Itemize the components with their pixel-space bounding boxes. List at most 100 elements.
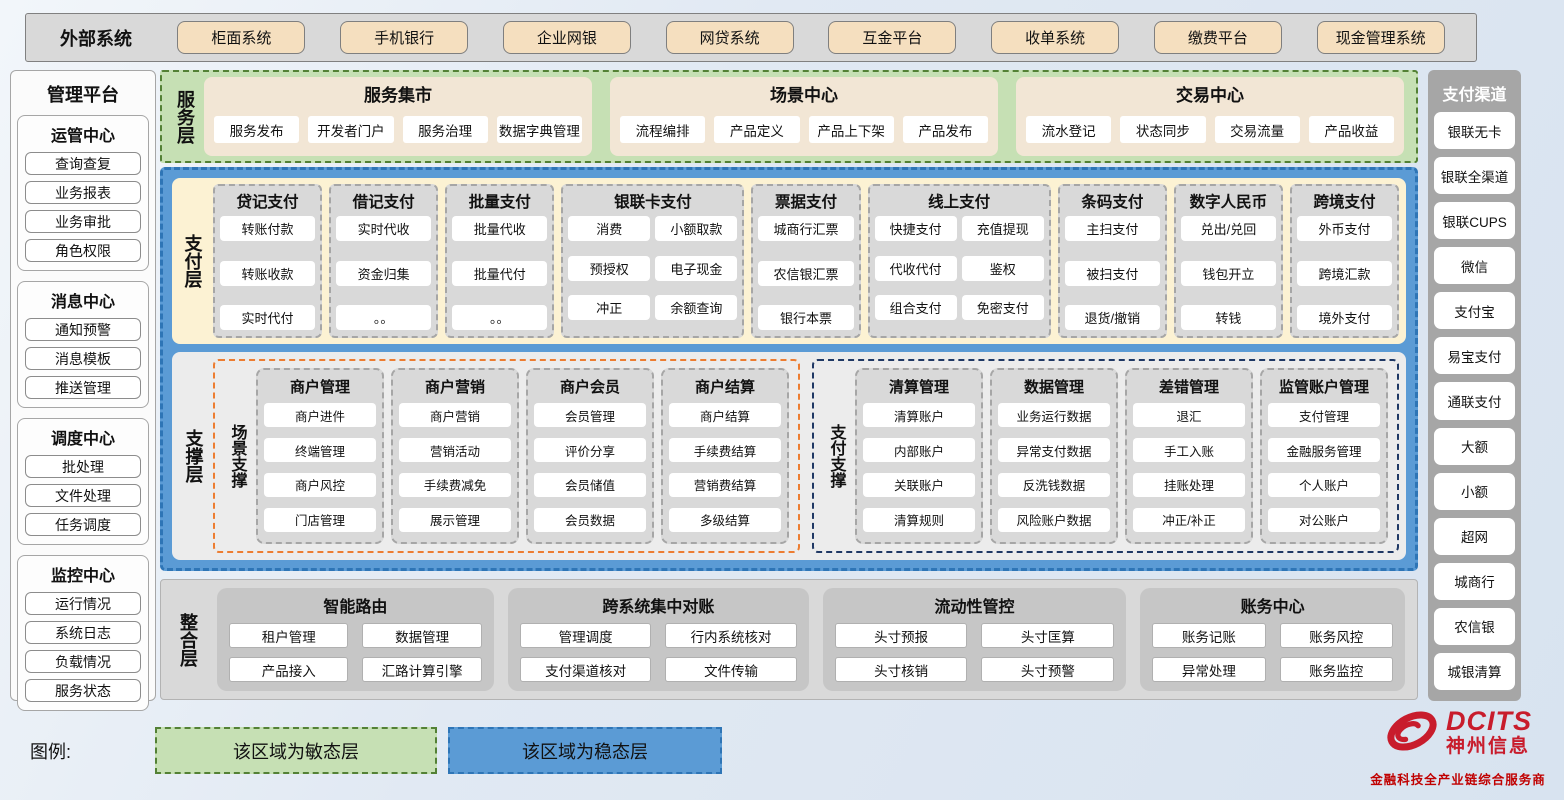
- management-item-button[interactable]: 角色权限: [25, 239, 141, 262]
- support-item-button[interactable]: 业务运行数据: [998, 403, 1110, 428]
- management-item-button[interactable]: 系统日志: [25, 621, 141, 644]
- payment-item-button[interactable]: 。。: [336, 305, 432, 330]
- support-item-button[interactable]: 手工入账: [1133, 438, 1245, 463]
- support-item-button[interactable]: 冲正/补正: [1133, 507, 1245, 532]
- management-item-button[interactable]: 查询查复: [25, 152, 141, 175]
- support-item-button[interactable]: 多级结算: [669, 507, 781, 532]
- payment-item-button[interactable]: 银行本票: [758, 305, 854, 330]
- external-system-button[interactable]: 网贷系统: [665, 21, 794, 54]
- support-item-button[interactable]: 手续费减免: [399, 472, 511, 497]
- support-item-button[interactable]: 展示管理: [399, 507, 511, 532]
- support-item-button[interactable]: 清算规则: [863, 507, 975, 532]
- service-item-button[interactable]: 产品发布: [902, 116, 988, 143]
- integration-item-button[interactable]: 账务记账: [1152, 623, 1266, 648]
- support-item-button[interactable]: 商户风控: [264, 472, 376, 497]
- channel-button[interactable]: 大额: [1434, 427, 1515, 465]
- payment-item-button[interactable]: 消费: [568, 216, 651, 241]
- payment-item-button[interactable]: 免密支付: [961, 295, 1044, 321]
- management-item-button[interactable]: 负载情况: [25, 650, 141, 673]
- payment-item-button[interactable]: 退货/撤销: [1064, 305, 1160, 330]
- integration-item-button[interactable]: 账务监控: [1279, 657, 1393, 682]
- payment-item-button[interactable]: 转账付款: [220, 216, 316, 241]
- support-item-button[interactable]: 会员管理: [534, 403, 646, 428]
- channel-button[interactable]: 通联支付: [1434, 382, 1515, 420]
- service-item-button[interactable]: 流程编排: [620, 116, 706, 143]
- payment-item-button[interactable]: 冲正: [568, 295, 651, 321]
- external-system-button[interactable]: 柜面系统: [177, 21, 306, 54]
- external-system-button[interactable]: 现金管理系统: [1316, 21, 1445, 54]
- payment-item-button[interactable]: 实时代收: [336, 216, 432, 241]
- payment-item-button[interactable]: 代收代付: [874, 255, 957, 281]
- management-item-button[interactable]: 业务报表: [25, 181, 141, 204]
- support-item-button[interactable]: 会员数据: [534, 507, 646, 532]
- external-system-button[interactable]: 互金平台: [828, 21, 957, 54]
- integration-item-button[interactable]: 汇路计算引擎: [362, 657, 482, 682]
- integration-item-button[interactable]: 头寸预警: [981, 657, 1115, 682]
- integration-item-button[interactable]: 管理调度: [519, 623, 652, 648]
- payment-item-button[interactable]: 实时代付: [220, 305, 316, 330]
- channel-button[interactable]: 易宝支付: [1434, 337, 1515, 375]
- integration-item-button[interactable]: 租户管理: [229, 623, 349, 648]
- integration-item-button[interactable]: 数据管理: [362, 623, 482, 648]
- service-item-button[interactable]: 产品收益: [1308, 116, 1394, 143]
- management-item-button[interactable]: 批处理: [25, 455, 141, 478]
- payment-item-button[interactable]: 资金归集: [336, 260, 432, 286]
- service-item-button[interactable]: 交易流量: [1214, 116, 1300, 143]
- payment-item-button[interactable]: 主扫支付: [1064, 216, 1160, 241]
- support-item-button[interactable]: 商户结算: [669, 403, 781, 428]
- support-item-button[interactable]: 终端管理: [264, 438, 376, 463]
- payment-item-button[interactable]: 被扫支付: [1064, 260, 1160, 286]
- integration-item-button[interactable]: 头寸预报: [834, 623, 968, 648]
- service-item-button[interactable]: 数据字典管理: [496, 116, 582, 143]
- service-item-button[interactable]: 产品上下架: [808, 116, 894, 143]
- channel-button[interactable]: 银联无卡: [1434, 112, 1515, 150]
- support-item-button[interactable]: 清算账户: [863, 403, 975, 428]
- payment-item-button[interactable]: 鉴权: [961, 255, 1044, 281]
- integration-item-button[interactable]: 支付渠道核对: [519, 657, 652, 682]
- channel-button[interactable]: 微信: [1434, 247, 1515, 285]
- service-item-button[interactable]: 开发者门户: [308, 116, 394, 143]
- payment-item-button[interactable]: 跨境汇款: [1296, 260, 1393, 286]
- support-item-button[interactable]: 关联账户: [863, 472, 975, 497]
- support-item-button[interactable]: 挂账处理: [1133, 472, 1245, 497]
- management-item-button[interactable]: 消息模板: [25, 347, 141, 370]
- payment-item-button[interactable]: 电子现金: [655, 255, 738, 281]
- channel-button[interactable]: 支付宝: [1434, 292, 1515, 330]
- management-item-button[interactable]: 运行情况: [25, 592, 141, 615]
- support-item-button[interactable]: 商户营销: [399, 403, 511, 428]
- support-item-button[interactable]: 退汇: [1133, 403, 1245, 428]
- support-item-button[interactable]: 商户进件: [264, 403, 376, 428]
- payment-item-button[interactable]: 转账收款: [220, 260, 316, 286]
- integration-item-button[interactable]: 头寸核销: [834, 657, 968, 682]
- support-item-button[interactable]: 风险账户数据: [998, 507, 1110, 532]
- payment-item-button[interactable]: 快捷支付: [874, 216, 957, 241]
- payment-item-button[interactable]: 批量代收: [452, 216, 548, 241]
- support-item-button[interactable]: 会员储值: [534, 472, 646, 497]
- support-item-button[interactable]: 内部账户: [863, 438, 975, 463]
- external-system-button[interactable]: 收单系统: [991, 21, 1120, 54]
- channel-button[interactable]: 小额: [1434, 472, 1515, 510]
- payment-item-button[interactable]: 兑出/兑回: [1180, 216, 1276, 241]
- payment-item-button[interactable]: 。。: [452, 305, 548, 330]
- support-item-button[interactable]: 异常支付数据: [998, 438, 1110, 463]
- integration-item-button[interactable]: 文件传输: [665, 657, 797, 682]
- payment-item-button[interactable]: 充值提现: [961, 216, 1044, 241]
- integration-item-button[interactable]: 异常处理: [1152, 657, 1266, 682]
- support-item-button[interactable]: 评价分享: [534, 438, 646, 463]
- external-system-button[interactable]: 手机银行: [340, 21, 469, 54]
- integration-item-button[interactable]: 账务风控: [1279, 623, 1393, 648]
- channel-button[interactable]: 超网: [1434, 517, 1515, 555]
- channel-button[interactable]: 农信银: [1434, 607, 1515, 645]
- service-item-button[interactable]: 服务发布: [214, 116, 300, 143]
- service-item-button[interactable]: 服务治理: [402, 116, 488, 143]
- service-item-button[interactable]: 状态同步: [1120, 116, 1206, 143]
- support-item-button[interactable]: 支付管理: [1268, 403, 1380, 428]
- support-item-button[interactable]: 手续费结算: [669, 438, 781, 463]
- management-item-button[interactable]: 文件处理: [25, 484, 141, 507]
- channel-button[interactable]: 城银清算: [1434, 652, 1515, 691]
- integration-item-button[interactable]: 产品接入: [229, 657, 349, 682]
- support-item-button[interactable]: 个人账户: [1268, 472, 1380, 497]
- management-item-button[interactable]: 业务审批: [25, 210, 141, 233]
- channel-button[interactable]: 银联CUPS: [1434, 202, 1515, 240]
- payment-item-button[interactable]: 预授权: [568, 255, 651, 281]
